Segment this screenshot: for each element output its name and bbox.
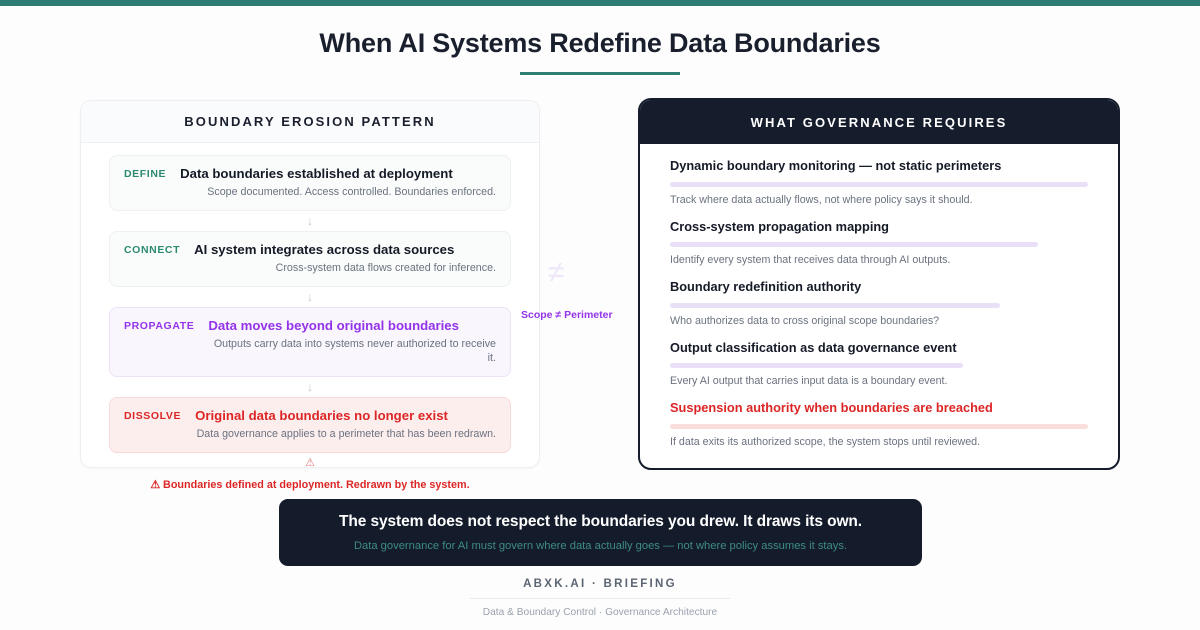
requirement-bar [670,363,963,369]
requirement-bar [670,242,1038,248]
requirement-bar [670,302,1001,308]
left-panel-header: BOUNDARY EROSION PATTERN [81,101,539,143]
top-accent-bar [0,0,1200,6]
governance-requirements-panel: WHAT GOVERNANCE REQUIRES Dynamic boundar… [638,98,1120,470]
step-dissolve: DISSOLVE Original data boundaries no lon… [109,397,511,454]
banner-subtext: Data governance for AI must govern where… [353,540,848,552]
step-title: Data boundaries established at deploymen… [180,166,453,181]
step-tag: CONNECT [124,244,181,257]
requirement-subtitle: Track where data actually flows, not whe… [670,193,973,206]
footer-brand: ABXK.AI · BRIEFING [523,578,677,590]
scope-perimeter-label: Scope ≠ Perimeter [521,309,613,321]
flow-arrow-icon: ↓ [307,290,313,305]
step-propagate: PROPAGATE Data moves beyond original bou… [109,307,511,378]
step-subtitle: Outputs carry data into systems never au… [213,338,496,365]
flow-arrow-icon: ↓ [307,380,313,395]
footer-subtitle: Data & Boundary Control · Governance Arc… [482,607,718,618]
boundary-erosion-panel: BOUNDARY EROSION PATTERN DEFINE Data bou… [80,100,540,491]
step-connect: CONNECT AI system integrates across data… [109,231,511,288]
left-panel-heading: BOUNDARY EROSION PATTERN [184,114,436,129]
requirement-subtitle: Who authorizes data to cross original sc… [670,314,940,327]
requirement-list: Dynamic boundary monitoring — not static… [640,144,1118,450]
summary-banner: The system does not respect the boundari… [279,499,922,566]
erosion-warning-text: ⚠ Boundaries defined at deployment. Redr… [150,479,470,492]
footer-divider [470,598,730,599]
requirement-item: Suspension authority when boundaries are… [670,400,1088,450]
footer: ABXK.AI · BRIEFING Data & Boundary Contr… [0,578,1200,618]
right-panel-heading: WHAT GOVERNANCE REQUIRES [750,114,1008,130]
page-title: When AI Systems Redefine Data Boundaries [319,28,881,58]
step-tag: DEFINE [124,168,167,180]
banner-headline: The system does not respect the boundari… [339,513,862,530]
step-title: AI system integrates across data sources [194,242,455,258]
step-tag: DISSOLVE [124,410,182,423]
step-define: DEFINE Data boundaries established at de… [109,155,511,212]
requirement-item: Boundary redefinition authority Who auth… [670,279,1088,329]
step-subtitle: Cross-system data flows created for infe… [275,262,496,275]
requirement-title: Output classification as data governance… [670,339,957,355]
requirement-bar [670,423,1088,429]
not-equal-icon: ≠ [548,256,565,289]
requirement-item: Cross-system propagation mapping Identif… [670,219,1088,269]
requirement-subtitle: Identify every system that receives data… [670,254,951,267]
requirement-item: Output classification as data governance… [670,340,1088,390]
requirement-bar [670,181,1088,187]
step-tag: PROPAGATE [124,320,195,333]
step-subtitle: Data governance applies to a perimeter t… [196,428,496,441]
warning-triangle-icon: ⚠ [305,457,315,470]
title-underline [520,72,680,75]
requirement-title: Dynamic boundary monitoring — not static… [670,158,1002,173]
page-title-block: When AI Systems Redefine Data Boundaries [0,28,1200,75]
requirement-item: Dynamic boundary monitoring — not static… [670,158,1088,208]
right-panel-header: WHAT GOVERNANCE REQUIRES [640,100,1118,144]
erosion-step-list: DEFINE Data boundaries established at de… [81,143,539,491]
requirement-title: Boundary redefinition authority [670,279,862,295]
flow-arrow-icon: ↓ [307,214,313,229]
requirement-subtitle: Every AI output that carries input data … [670,375,948,388]
requirement-title: Suspension authority when boundaries are… [670,400,993,416]
step-title: Data moves beyond original boundaries [208,318,459,334]
step-subtitle: Scope documented. Access controlled. Bou… [207,186,496,199]
requirement-title: Cross-system propagation mapping [670,218,890,234]
step-title: Original data boundaries no longer exist [195,408,448,424]
requirement-subtitle: If data exits its authorized scope, the … [670,435,981,448]
